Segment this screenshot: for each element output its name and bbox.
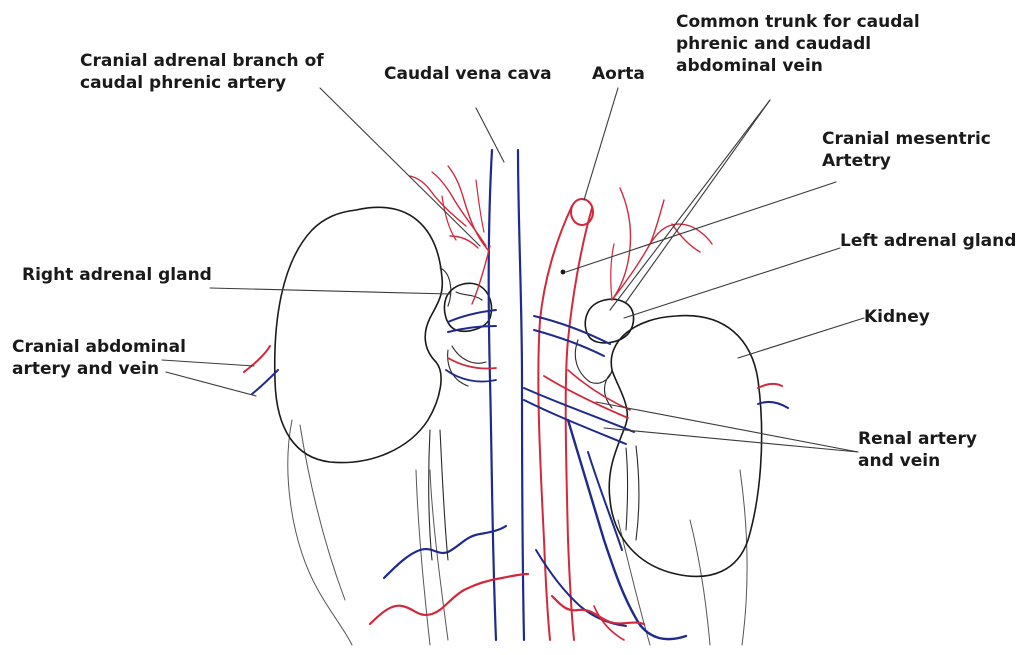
label-line: Right adrenal gland [22, 264, 212, 286]
right-adrenal-gland [444, 283, 491, 386]
leader-renal-a [596, 402, 858, 452]
leader-aorta [584, 88, 618, 200]
label-caudal-vena-cava: Caudal vena cava [384, 63, 552, 85]
label-line: abdominal vein [676, 55, 920, 77]
caudal-vena-cava [489, 150, 524, 640]
label-line: Caudal vena cava [384, 63, 552, 85]
label-kidney: Kidney [864, 306, 930, 328]
label-line: Cranial adrenal branch of [80, 50, 324, 72]
right-kidney [275, 207, 451, 462]
label-line: Renal artery [858, 428, 977, 450]
leader-caudal-vena-cava [476, 108, 504, 162]
leader-renal-b [604, 428, 858, 452]
label-common-trunk: Common trunk for caudal phrenic and caud… [676, 11, 920, 77]
label-line: Cranial mesentric [822, 128, 991, 150]
label-line: Left adrenal gland [840, 230, 1016, 252]
left-kidney [605, 316, 762, 577]
label-line: Common trunk for caudal [676, 11, 920, 33]
label-line: Cranial abdominal [12, 336, 186, 358]
leader-lines [162, 88, 864, 452]
leader-cranial-adrenal-branch [320, 88, 480, 246]
outer-vessels [244, 346, 788, 640]
label-line: artery and vein [12, 358, 186, 380]
connective-lines [429, 430, 639, 560]
label-cranial-mesenteric: Cranial mesentric Artetry [822, 128, 991, 172]
label-line: Artetry [822, 150, 991, 172]
background-outlines [288, 420, 747, 645]
label-line: phrenic and caudadl [676, 33, 920, 55]
label-line: caudal phrenic artery [80, 72, 324, 94]
label-line: Kidney [864, 306, 930, 328]
leader-common-trunk-b [626, 100, 770, 302]
label-aorta: Aorta [592, 63, 645, 85]
label-line: and vein [858, 450, 977, 472]
leader-kidney [738, 318, 864, 358]
leader-right-adrenal-gland [210, 288, 450, 294]
leader-cranial-mesenteric [566, 182, 836, 272]
label-line: Aorta [592, 63, 645, 85]
label-left-adrenal-gland: Left adrenal gland [840, 230, 1016, 252]
label-renal-artery-vein: Renal artery and vein [858, 428, 977, 472]
label-cranial-adrenal-branch: Cranial adrenal branch of caudal phrenic… [80, 50, 324, 94]
label-right-adrenal-gland: Right adrenal gland [22, 264, 212, 286]
label-cranial-abdominal: Cranial abdominal artery and vein [12, 336, 186, 380]
